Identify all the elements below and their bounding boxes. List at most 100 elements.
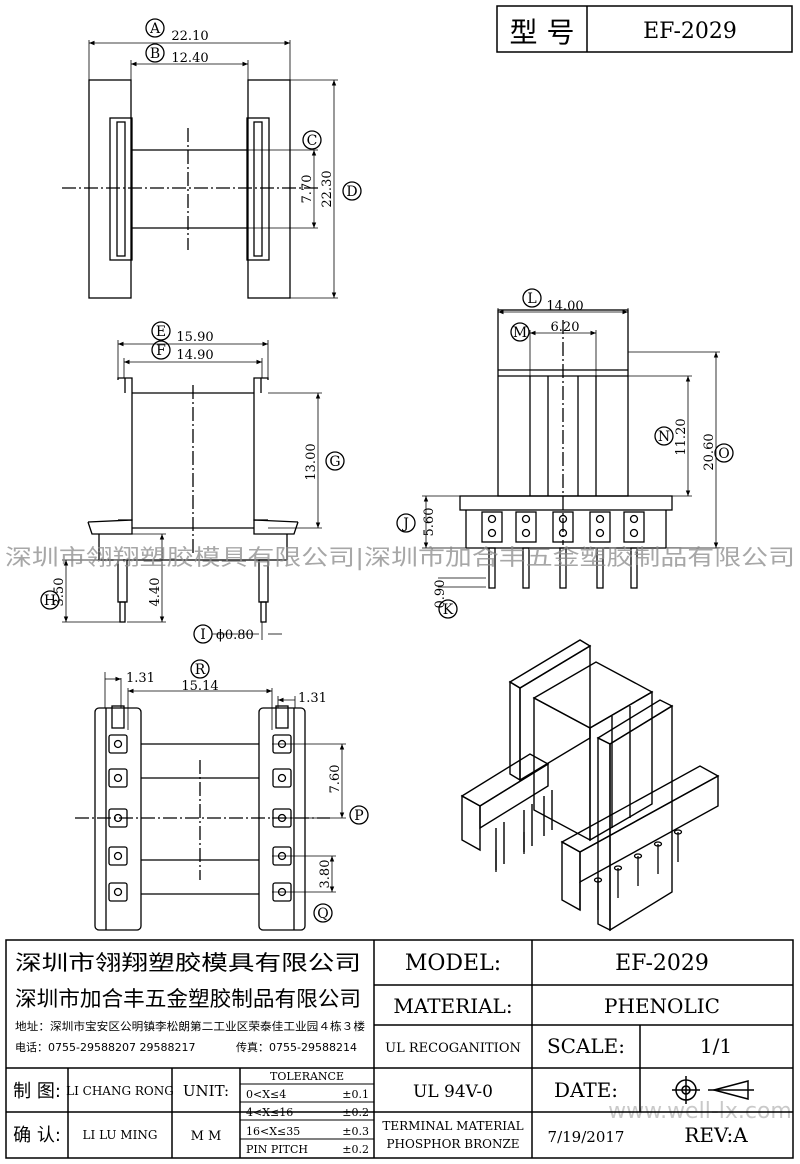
front-pin (488, 547, 496, 589)
callout-p: P (354, 808, 363, 824)
callout-e: E (156, 324, 166, 340)
callout-k: K (443, 602, 454, 618)
terminal-label-1: TERMINAL MATERIAL (382, 1119, 523, 1133)
company-name-1: 深圳市翎翔塑胶模具有限公司 (15, 951, 361, 975)
tolerance-value: ±0.3 (342, 1125, 369, 1138)
drawn-label: 制 图: (13, 1081, 61, 1102)
front-terminal-hole (487, 528, 497, 538)
dim-n: 11.20 (674, 418, 689, 455)
bottom-pin-hole-left (113, 851, 123, 861)
callout-b: B (150, 46, 160, 62)
tolerance-value: ±0.1 (342, 1088, 369, 1101)
callout-n: N (658, 429, 670, 445)
dim-g: 13.00 (304, 443, 319, 480)
bottom-pin-pad-left (108, 808, 128, 828)
bottom-pin-hole-right (277, 739, 287, 749)
front-terminal-hole (521, 528, 531, 538)
callout-h: H (44, 593, 56, 609)
header-model-label: 型 号 (510, 16, 575, 49)
tolerance-range: 0<X≤4 (246, 1088, 286, 1101)
front-terminal-hole (487, 514, 497, 524)
header-box (496, 5, 793, 53)
callout-f: F (156, 343, 166, 359)
bottom-pin-hole-right (277, 773, 287, 783)
bottom-pin-slot (275, 705, 289, 729)
callout-d: D (346, 184, 357, 200)
iso-pin-top (673, 829, 683, 835)
front-terminal-hole (595, 514, 605, 524)
dim-h2: 4.40 (148, 578, 163, 607)
front-terminal-pad (515, 511, 537, 543)
watermark-text: 深圳市翎翔塑胶模具有限公司|深圳市加合丰五金塑胶制品有限公司 (5, 546, 795, 571)
isometric-pins (495, 829, 683, 910)
scale-label: SCALE: (547, 1034, 625, 1058)
iso-pin-top (613, 865, 623, 871)
dim-i: ϕ0.80 (216, 628, 254, 643)
check-label: 确 认: (13, 1125, 61, 1146)
bottom-pin-pad-right (272, 734, 292, 754)
dim-h: 3.50 (52, 578, 67, 607)
callout-c: C (307, 133, 318, 149)
check-value: LI LU MING (83, 1128, 158, 1142)
bottom-pin-pad-right (272, 808, 292, 828)
bottom-pin-pad-right (272, 882, 292, 902)
front-terminal-pad (623, 511, 645, 543)
front-terminal-hole (629, 528, 639, 538)
tolerance-title: TOLERANCE (270, 1070, 344, 1083)
dim-m: 6.20 (551, 320, 580, 335)
front-terminal-hole (629, 514, 639, 524)
bottom-pin-hole-right (277, 813, 287, 823)
callout-a: A (149, 21, 161, 37)
callout-g: G (329, 454, 340, 470)
callout-l: L (527, 291, 536, 307)
dim-o: 20.60 (702, 433, 717, 470)
dim-b: 12.40 (171, 51, 208, 66)
isometric-view (460, 639, 720, 932)
company-address: 地址：深圳市宝安区公明镇李松朗第二工业区荣泰佳工业园４栋３楼 (15, 1019, 365, 1033)
callout-j: J (401, 516, 409, 532)
front-terminal-hole (595, 528, 605, 538)
dim-k: 0.90 (433, 580, 448, 609)
bottom-pin-pad-left (108, 846, 128, 866)
bottom-pin-pad-left (108, 768, 128, 788)
company-name-2: 深圳市加合丰五金塑胶制品有限公司 (15, 987, 361, 1011)
dim-f: 14.90 (176, 348, 213, 363)
bottom-pin-pad-left (108, 734, 128, 754)
tolerance-range: PIN PITCH (246, 1143, 308, 1156)
front-view-pins (481, 511, 645, 589)
dim-c: 7.70 (300, 175, 315, 204)
callout-m: M (513, 325, 527, 341)
terminal-label-2: PHOSPHOR BRONZE (386, 1137, 519, 1151)
drawn-value: LI CHANG RONG (66, 1084, 174, 1098)
bottom-pin-hole-right (277, 887, 287, 897)
rev-value: REV:A (684, 1123, 748, 1147)
front-pin (630, 547, 638, 589)
callout-r: R (195, 662, 206, 678)
dim-j: 5.60 (422, 508, 437, 537)
front-terminal-hole (558, 528, 568, 538)
dim-a: 22.10 (171, 29, 208, 44)
tolerance-range: 16<X≤35 (246, 1125, 300, 1138)
tolerance-value: ±0.2 (342, 1143, 369, 1156)
unit-label: UNIT: (183, 1082, 229, 1100)
front-terminal-pad (589, 511, 611, 543)
scale-value: 1/1 (700, 1034, 732, 1058)
tolerance-value: ±0.2 (342, 1106, 369, 1119)
side-view (40, 321, 345, 644)
iso-pin-top (633, 853, 643, 859)
front-pin (559, 547, 567, 589)
bottom-view (75, 659, 369, 931)
callout-q: Q (317, 906, 328, 922)
bottom-pin-hole-left (113, 739, 123, 749)
dim-p: 7.60 (328, 765, 343, 794)
material-value: PHENOLIC (604, 994, 720, 1018)
bottom-pin-pad-left (108, 882, 128, 902)
front-terminal-pad (552, 511, 574, 543)
bottom-pin-slot (111, 705, 125, 729)
company-fax: 传真：0755-29588214 (236, 1040, 357, 1054)
tolerance-range: 4<X≤16 (246, 1106, 293, 1119)
bottom-pin-pad-right (272, 846, 292, 866)
bottom-pin-pad-right (272, 768, 292, 788)
